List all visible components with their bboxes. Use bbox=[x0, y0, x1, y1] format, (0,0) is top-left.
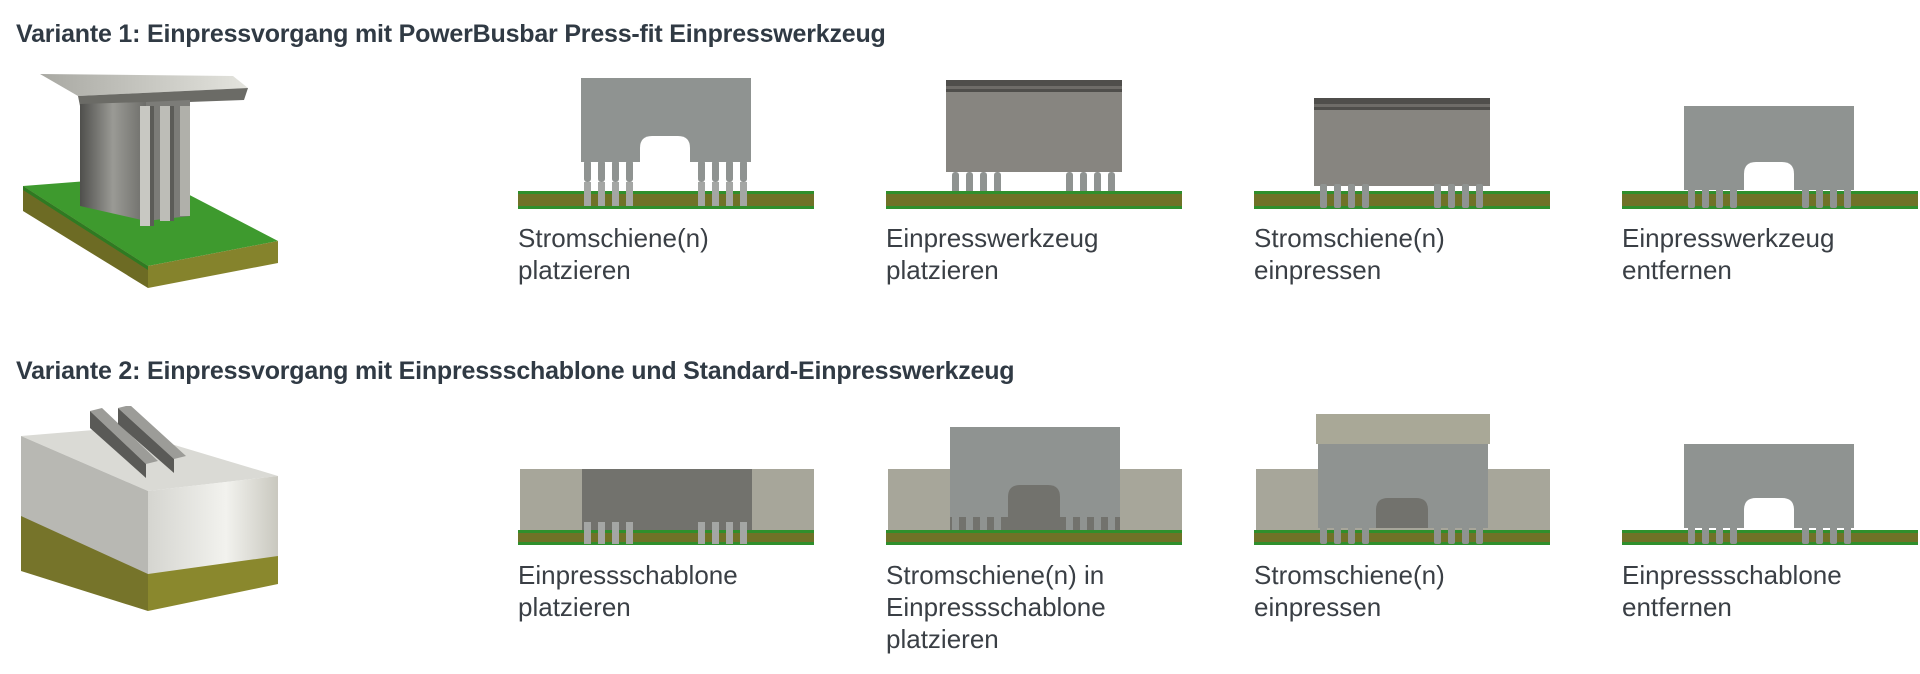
step-v1-3 bbox=[1254, 76, 1554, 212]
stencil-placed-diagram bbox=[518, 469, 814, 545]
step-v2-3 bbox=[1254, 412, 1554, 548]
step-v1-4 bbox=[1622, 76, 1920, 212]
variant-1-title: Variante 1: Einpressvorgang mit PowerBus… bbox=[16, 20, 886, 48]
busbar-pressed-stencil-diagram bbox=[1254, 414, 1550, 545]
stencil-removed-diagram bbox=[1622, 444, 1918, 545]
step-v1-2 bbox=[886, 76, 1186, 212]
tool-removed-diagram bbox=[1622, 106, 1918, 209]
tool-placed-diagram bbox=[886, 80, 1182, 209]
busbar-pressed-diagram bbox=[1254, 98, 1550, 209]
step-v1-1 bbox=[518, 76, 818, 212]
stencil-block-illustration bbox=[21, 406, 278, 611]
step-v2-4 bbox=[1622, 412, 1920, 548]
caption-v2-step-3: Stromschiene(n)einpressen bbox=[1254, 560, 1445, 622]
busbar-pressfit-tool-illustration bbox=[23, 74, 278, 288]
caption-v1-step-3: Stromschiene(n)einpressen bbox=[1254, 223, 1445, 285]
step-v2-1 bbox=[518, 412, 818, 548]
busbar-in-stencil-diagram bbox=[886, 427, 1182, 545]
busbar-placed-diagram bbox=[518, 78, 814, 209]
step-v2-2 bbox=[886, 412, 1186, 548]
caption-v1-step-1: Stromschiene(n)platzieren bbox=[518, 223, 709, 285]
variant-2-title: Variante 2: Einpressvorgang mit Einpress… bbox=[16, 357, 1015, 385]
